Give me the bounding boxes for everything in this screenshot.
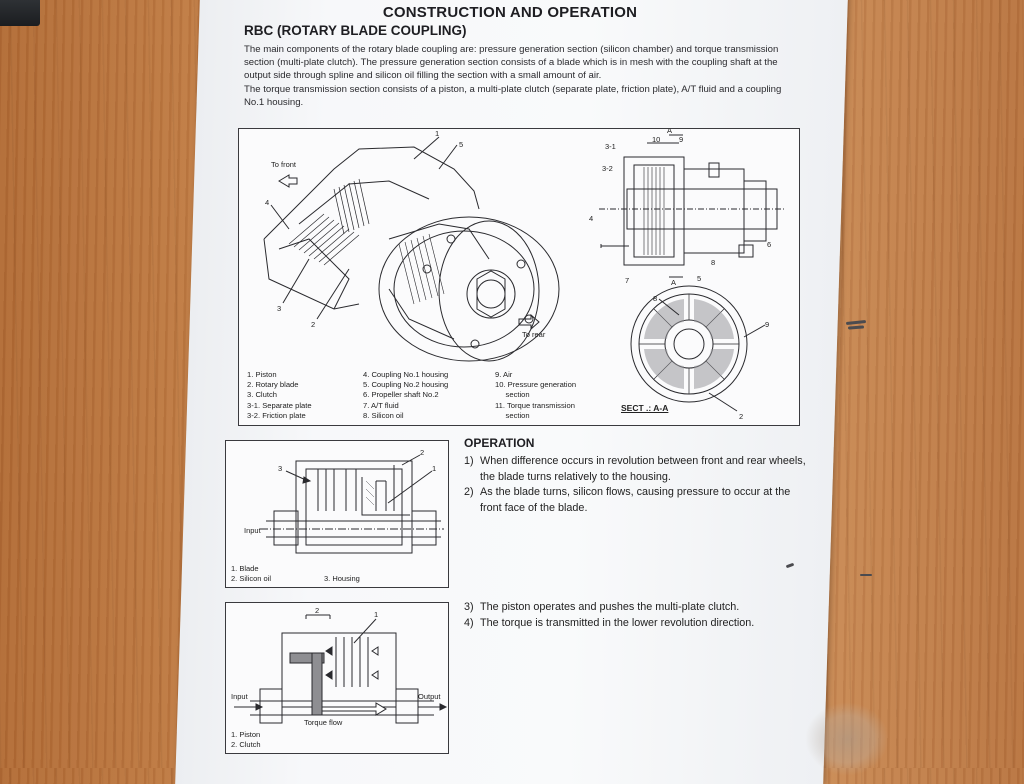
- clutch-drawing: 2 1 Input Output Torque flow 1. Piston 2…: [231, 606, 448, 749]
- callout-8-section: 8: [711, 258, 715, 267]
- legend-item: 9. Air: [495, 370, 513, 379]
- callout-2: 2: [315, 606, 319, 615]
- legend-item: 3. Clutch: [247, 390, 277, 400]
- corner-object: [0, 0, 40, 26]
- callout-1: 1: [432, 464, 436, 473]
- step-text: When difference occurs in revolution bet…: [480, 455, 806, 483]
- callout-10: 10: [652, 135, 660, 144]
- legend-item: 6. Propeller shaft No.2: [363, 390, 439, 400]
- legend-item: 5. Coupling No.2 housing: [363, 380, 449, 390]
- operation-heading: OPERATION: [464, 436, 535, 450]
- operation-step: 4) The torque is transmitted in the lowe…: [464, 616, 814, 632]
- legend-clutch: 2. Clutch: [231, 740, 261, 749]
- callout-4: 4: [265, 198, 269, 207]
- legend-item: 3-1. Separate plate: [247, 400, 312, 410]
- callout-2-circle: 2: [739, 412, 743, 421]
- callout-4-section: 4: [589, 214, 593, 223]
- legend-housing: 3. Housing: [324, 574, 360, 583]
- input-label: Input: [231, 692, 249, 701]
- callout-2: 2: [420, 448, 424, 457]
- step-number: 3): [464, 601, 474, 613]
- legend-column-2: 4. Coupling No.1 housing 5. Coupling No.…: [363, 370, 448, 421]
- callout-3: 3: [278, 464, 282, 473]
- ink-smudge: [845, 319, 867, 326]
- section-marker-a-top: A: [667, 129, 672, 135]
- callout-3-1: 3-1: [605, 142, 616, 151]
- legend-item: 4. Coupling No.1 housing: [363, 370, 449, 379]
- document-title: CONSTRUCTION AND OPERATION: [382, 4, 638, 21]
- blade-operation-figure: 3 2 1 Input 1. Blade 2. Silicon oil 3. H…: [225, 440, 449, 588]
- paper-sheet: CONSTRUCTION AND OPERATION RBC (ROTARY B…: [175, 0, 849, 784]
- callout-5: 5: [459, 140, 463, 149]
- label-to-rear: To rear: [522, 330, 546, 339]
- legend-column-1: 1. Piston 2. Rotary blade 3. Clutch 3-1.…: [247, 370, 312, 421]
- legend-item: 3-2. Friction plate: [247, 410, 306, 420]
- legend-item: section: [495, 410, 530, 420]
- section-marker-a-bottom: A: [671, 278, 676, 287]
- callout-9-circle: 9: [765, 320, 769, 329]
- document-subtitle: RBC (ROTARY BLADE COUPLING): [244, 23, 467, 38]
- blade-drawing: 3 2 1 Input 1. Blade 2. Silicon oil 3. H…: [231, 448, 444, 583]
- step-text: As the blade turns, silicon flows, causi…: [480, 486, 791, 514]
- callout-3: 3: [277, 304, 281, 313]
- stain-mark: [805, 702, 889, 776]
- intro-paragraph-2: The torque transmission section consists…: [244, 83, 782, 108]
- section-label: SECT .: A-A: [621, 403, 669, 413]
- operation-step: 3) The piston operates and pushes the mu…: [464, 600, 814, 616]
- clutch-operation-figure: 2 1 Input Output Torque flow 1. Piston 2…: [225, 602, 449, 754]
- callout-9: 9: [679, 135, 683, 144]
- coupling-cutaway-figure: To front To rear 1 5 4 3 2 3-1 3-2 10 9 …: [238, 128, 800, 426]
- callout-1: 1: [374, 610, 378, 619]
- coupling-drawing: To front To rear 1 5 4 3 2 3-1 3-2 10 9 …: [263, 129, 784, 421]
- legend-item: 2. Rotary blade: [247, 380, 299, 390]
- legend-item: 11. Torque transmission: [495, 400, 575, 410]
- legend-item: 8. Silicon oil: [363, 410, 404, 420]
- ink-smudge: [847, 325, 865, 330]
- callout-1: 1: [435, 129, 439, 138]
- callout-8-circle: 8: [653, 294, 657, 303]
- operation-steps-1: 1) When difference occurs in revolution …: [464, 454, 814, 516]
- torque-flow-label: Torque flow: [304, 718, 343, 727]
- operation-steps-2: 3) The piston operates and pushes the mu…: [464, 600, 814, 631]
- intro-text: The main components of the rotary blade …: [244, 43, 784, 109]
- input-label: Input: [244, 526, 262, 535]
- legend-piston: 1. Piston: [231, 730, 260, 739]
- step-text: The piston operates and pushes the multi…: [480, 601, 740, 613]
- legend-item: 10. Pressure generation: [495, 380, 577, 390]
- operation-step: 2) As the blade turns, silicon flows, ca…: [464, 485, 814, 516]
- callout-2: 2: [311, 320, 315, 329]
- legend-column-3: 9. Air 10. Pressure generation section 1…: [495, 370, 576, 421]
- callout-6: 6: [767, 240, 771, 249]
- output-label: Output: [418, 692, 441, 701]
- callout-7: 7: [625, 276, 629, 285]
- intro-paragraph-1: The main components of the rotary blade …: [244, 44, 779, 82]
- legend-item: 1. Piston: [247, 370, 277, 379]
- step-text: The torque is transmitted in the lower r…: [480, 616, 755, 629]
- label-to-front: To front: [271, 160, 297, 169]
- legend-blade: 1. Blade: [231, 564, 259, 573]
- step-number: 2): [464, 486, 474, 498]
- step-number: 4): [464, 616, 474, 629]
- legend-item: 7. A/T fluid: [363, 400, 399, 410]
- callout-3-2: 3-2: [602, 164, 613, 173]
- operation-step: 1) When difference occurs in revolution …: [464, 454, 814, 485]
- legend-item: section: [495, 390, 530, 400]
- step-number: 1): [464, 455, 474, 467]
- ink-smudge: [860, 574, 872, 576]
- callout-5-section: 5: [697, 274, 701, 283]
- legend-silicon-oil: 2. Silicon oil: [231, 574, 271, 583]
